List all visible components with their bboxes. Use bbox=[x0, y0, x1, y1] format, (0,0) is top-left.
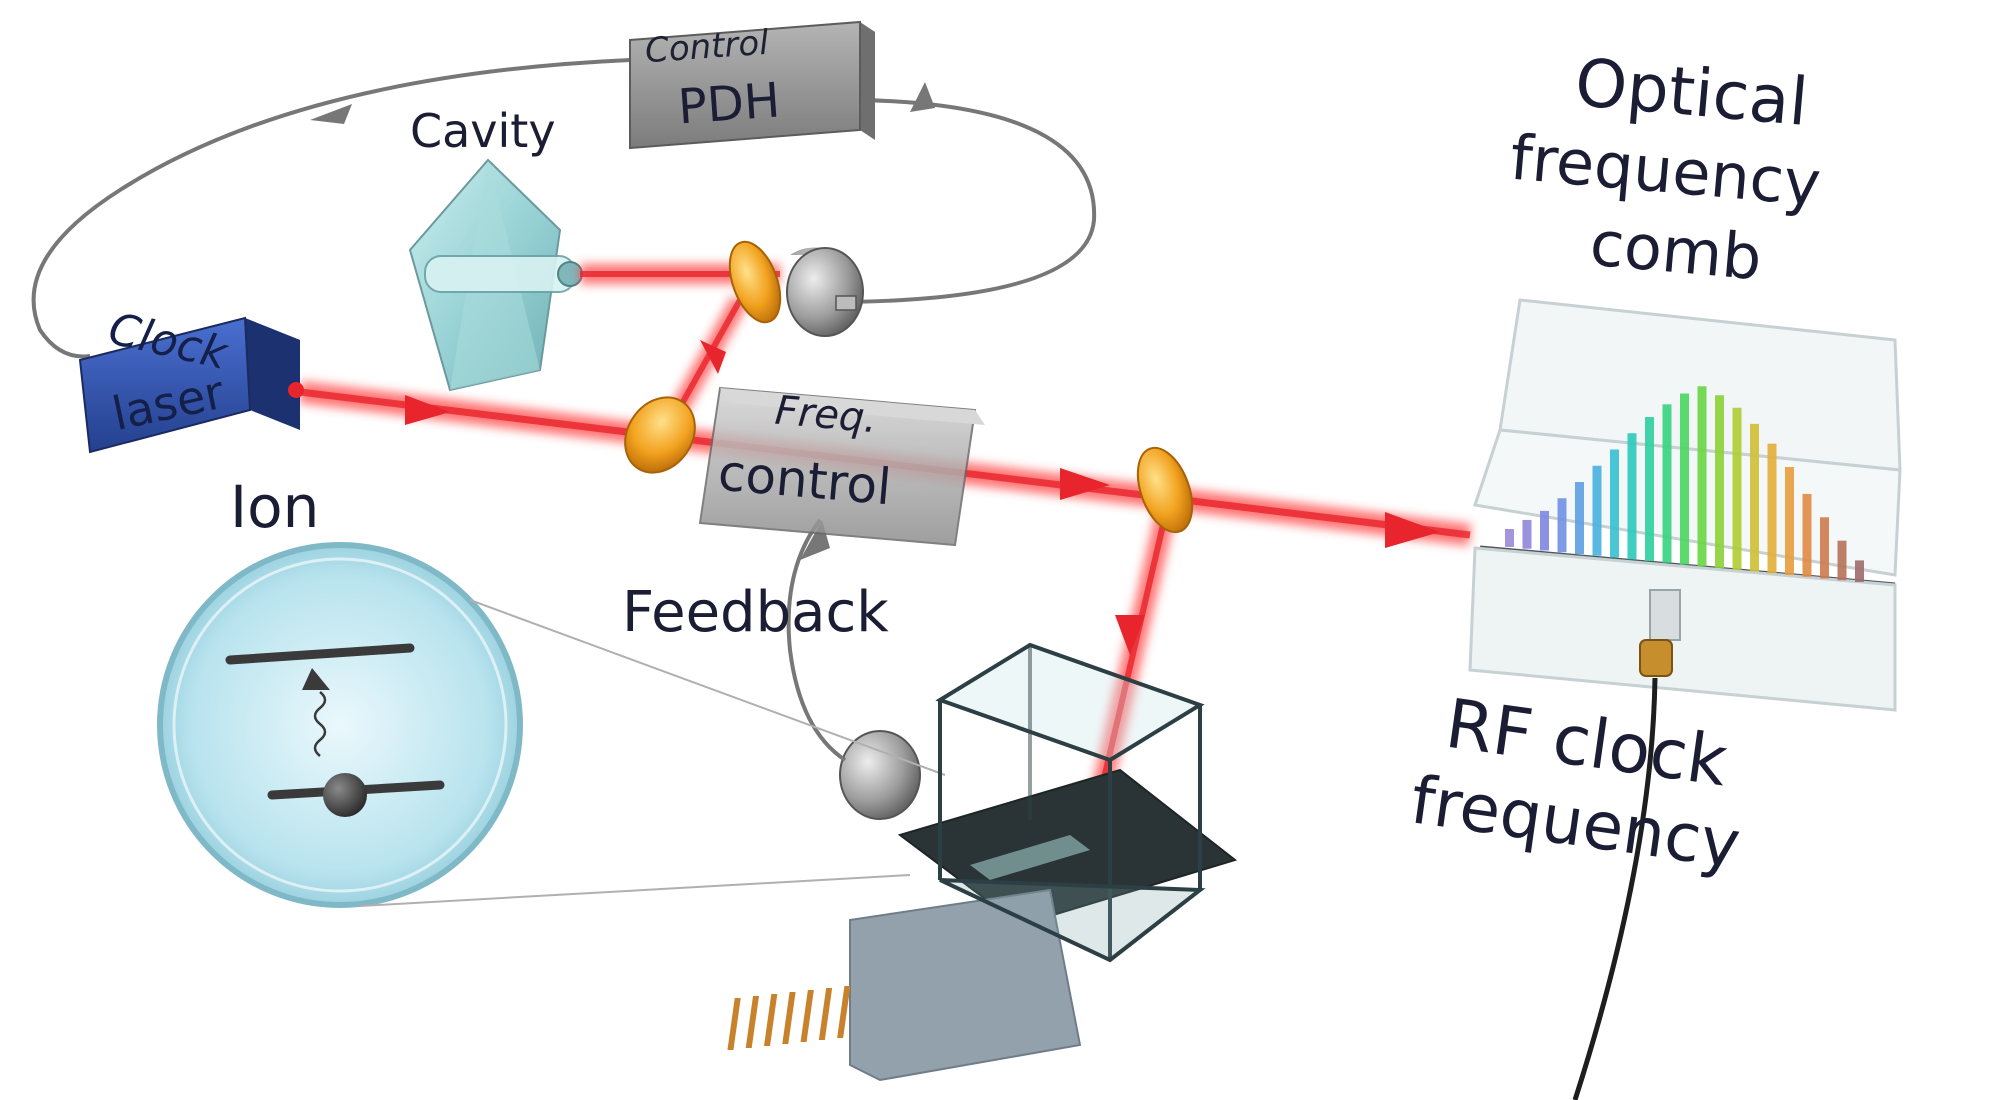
ion-trap-sphere bbox=[157, 542, 523, 908]
comb-line-bar bbox=[1820, 517, 1829, 579]
comb-line-bar bbox=[1505, 529, 1514, 547]
beam-arrow-1-icon bbox=[405, 395, 450, 425]
comb-line-bar bbox=[1680, 393, 1689, 565]
comb-line-bar bbox=[1592, 465, 1602, 556]
comb-line-bar bbox=[1557, 498, 1567, 553]
comb-line-bar bbox=[1697, 386, 1707, 567]
ion-trap-chip bbox=[727, 768, 1238, 1082]
pdh-control-box bbox=[629, 20, 875, 150]
comb-line-bar bbox=[1522, 519, 1532, 549]
freq-label: Freq. bbox=[773, 387, 879, 443]
beam-arrow-4-icon bbox=[1115, 615, 1145, 655]
loop-arrow-left-icon bbox=[310, 104, 352, 124]
beam-arrow-5-icon bbox=[700, 340, 726, 374]
mirror-cavity-icon bbox=[728, 240, 782, 324]
pdh-detector-icon bbox=[786, 247, 864, 337]
freq-control-box bbox=[698, 386, 985, 547]
comb-spectrum-bars bbox=[1505, 386, 1864, 582]
comb-line-bar bbox=[1767, 443, 1777, 574]
feedback-detector-icon bbox=[839, 730, 921, 820]
comb-line-bar bbox=[1802, 493, 1812, 577]
comb-line-bar bbox=[1715, 395, 1724, 568]
control-label: Control bbox=[643, 22, 770, 72]
comb-label-line1: Optical bbox=[1572, 43, 1812, 142]
optical-cavity bbox=[408, 158, 583, 392]
pdh-loop-wire bbox=[839, 98, 1097, 304]
comb-label-line3: comb bbox=[1587, 206, 1765, 295]
beam-arrow-3-icon bbox=[1385, 512, 1440, 548]
vacuum-enclosure-glass bbox=[935, 642, 1206, 963]
comb-line-bar bbox=[1610, 449, 1619, 558]
mirror-splitter-icon bbox=[624, 396, 696, 474]
loop-arrow-right-icon bbox=[910, 82, 935, 112]
cavity-label: Cavity bbox=[410, 104, 556, 158]
feedback-label: Feedback bbox=[622, 580, 889, 645]
comb-line-bar bbox=[1785, 467, 1794, 575]
beam-arrow-2-icon bbox=[1060, 468, 1110, 500]
feedback-wire bbox=[786, 518, 847, 762]
comb-line-bar bbox=[1732, 407, 1742, 570]
rf-cable bbox=[1572, 677, 1658, 1100]
comb-line-bar bbox=[1627, 433, 1637, 560]
comb-line-bar bbox=[1645, 417, 1654, 561]
frequency-comb-box bbox=[1468, 298, 1902, 712]
clock-loop-wire bbox=[31, 58, 631, 359]
freq-control-label: control bbox=[715, 443, 894, 517]
comb-line-bar bbox=[1855, 560, 1864, 582]
clock-laser-box bbox=[78, 316, 304, 454]
comb-line-bar bbox=[1662, 404, 1672, 563]
zoom-line-top bbox=[469, 599, 946, 776]
comb-line-bar bbox=[1837, 540, 1847, 581]
ion-label: Ion bbox=[230, 473, 320, 541]
pdh-label: PDH bbox=[676, 72, 782, 136]
mirror-trap-icon bbox=[1136, 446, 1194, 534]
comb-line-bar bbox=[1750, 423, 1759, 572]
comb-line-bar bbox=[1575, 482, 1584, 554]
zoom-line-bottom bbox=[359, 874, 911, 907]
comb-line-bar bbox=[1540, 510, 1549, 551]
